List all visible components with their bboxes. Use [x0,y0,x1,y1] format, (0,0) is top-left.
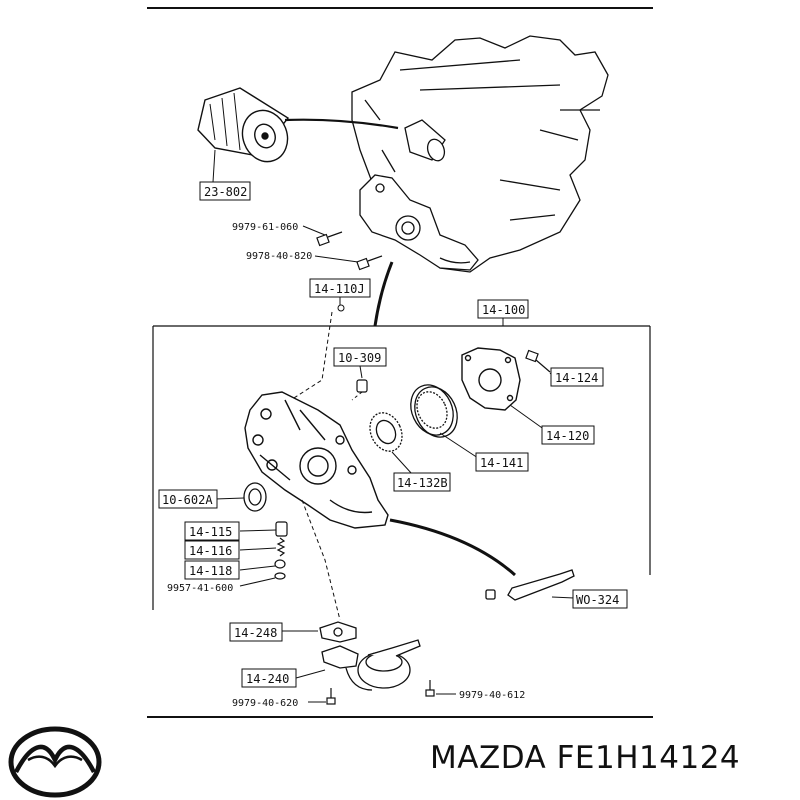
spring [276,537,286,557]
label-box-cover-screw [550,367,604,387]
plunger [275,521,288,537]
assembly-arrow [373,261,394,327]
dowel-pin [356,379,368,393]
label-cover: 14-120 [546,429,589,443]
plug-seat [274,559,286,569]
label-box-spring [184,540,240,560]
label-bolt-c: 9979-40-620 [232,698,298,709]
label-cover-screw: 14-124 [555,371,598,385]
bolt-strainer-left [326,688,336,705]
label-box-strainer [241,668,297,688]
label-oil-seal: 10-602A [162,493,213,507]
label-bolt-b: 9978-40-820 [246,251,312,262]
label-box-inner-rotor [393,472,451,492]
label-gasket: 14-248 [234,626,277,640]
label-box-oil-seal [158,489,218,509]
label-box-plug-seat [184,560,240,580]
label-box-plunger [184,521,240,541]
plug [274,572,286,580]
label-box-cover [541,425,595,445]
strainer-dashed-guide [301,499,341,621]
upper-oil-pump [359,174,479,271]
label-sealant: WO-324 [576,593,619,607]
label-box-outer-rotor [475,452,529,472]
outer-rotor [410,384,458,438]
label-strainer: 14-240 [246,672,289,686]
label-box-sealant [572,589,628,609]
label-pump-assy: 14-100 [482,303,525,317]
filter-leader [284,118,399,130]
engine-block [351,35,609,273]
bolt-strainer-right [425,680,435,697]
pump-cover [461,347,521,411]
inner-rotor [369,412,403,452]
label-oil-filter: 23-802 [204,185,247,199]
brand-caption: MAZDA FE1H14124 [430,740,741,776]
sealant-arrow [389,518,516,577]
label-plug-seat: 14-118 [189,564,232,578]
label-plug: 9957-41-600 [167,583,233,594]
oil-filter [197,87,290,163]
label-spring: 14-116 [189,544,232,558]
mounted-filter [404,119,446,162]
label-box-oil-filter [199,181,251,201]
cover-screw [525,349,551,373]
strainer-gasket [319,621,357,643]
label-pin: 10-309 [338,351,381,365]
oil-strainer [321,639,421,691]
label-inner-rotor: 14-132B [397,476,448,490]
label-bolt-a: 9979-61-060 [232,222,298,233]
label-knock-pin: 14-110J [314,282,365,296]
bolt-upper-b [356,255,383,271]
sealant-tube [485,569,575,601]
label-plunger: 14-115 [189,525,232,539]
oil-seal [243,482,267,512]
label-bolt-d: 9979-40-612 [459,690,525,701]
oil-pump-body [244,391,389,529]
bolt-upper-a [316,231,343,247]
label-box-gasket [229,622,283,642]
mazda-logo-icon [8,726,102,798]
label-outer-rotor: 14-141 [480,456,523,470]
